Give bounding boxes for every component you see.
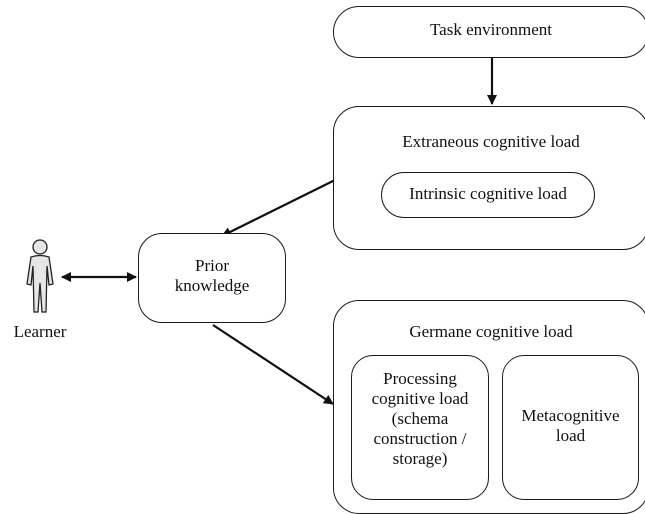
metacognitive-load-node — [502, 355, 639, 500]
task-environment-node — [333, 6, 645, 58]
learner-icon — [26, 239, 54, 313]
learner-label: Learner — [13, 322, 67, 341]
arrow-extraneous-to-prior — [221, 179, 336, 237]
prior-knowledge-label: Prior knowledge — [174, 256, 250, 295]
prior-knowledge-node — [138, 233, 286, 323]
arrow-prior-to-germane — [212, 324, 334, 405]
intrinsic-load-node — [381, 172, 595, 218]
processing-load-label: Processing cognitive load (schema constr… — [371, 369, 469, 468]
intrinsic-load-label: Intrinsic cognitive load — [409, 184, 567, 203]
metacognitive-load-label: Metacognitive load — [521, 406, 620, 445]
germane-load-label: Germane cognitive load — [409, 322, 573, 341]
processing-load-node — [351, 355, 489, 500]
extraneous-load-label: Extraneous cognitive load — [402, 132, 580, 151]
task-environment-label: Task environment — [429, 20, 553, 39]
